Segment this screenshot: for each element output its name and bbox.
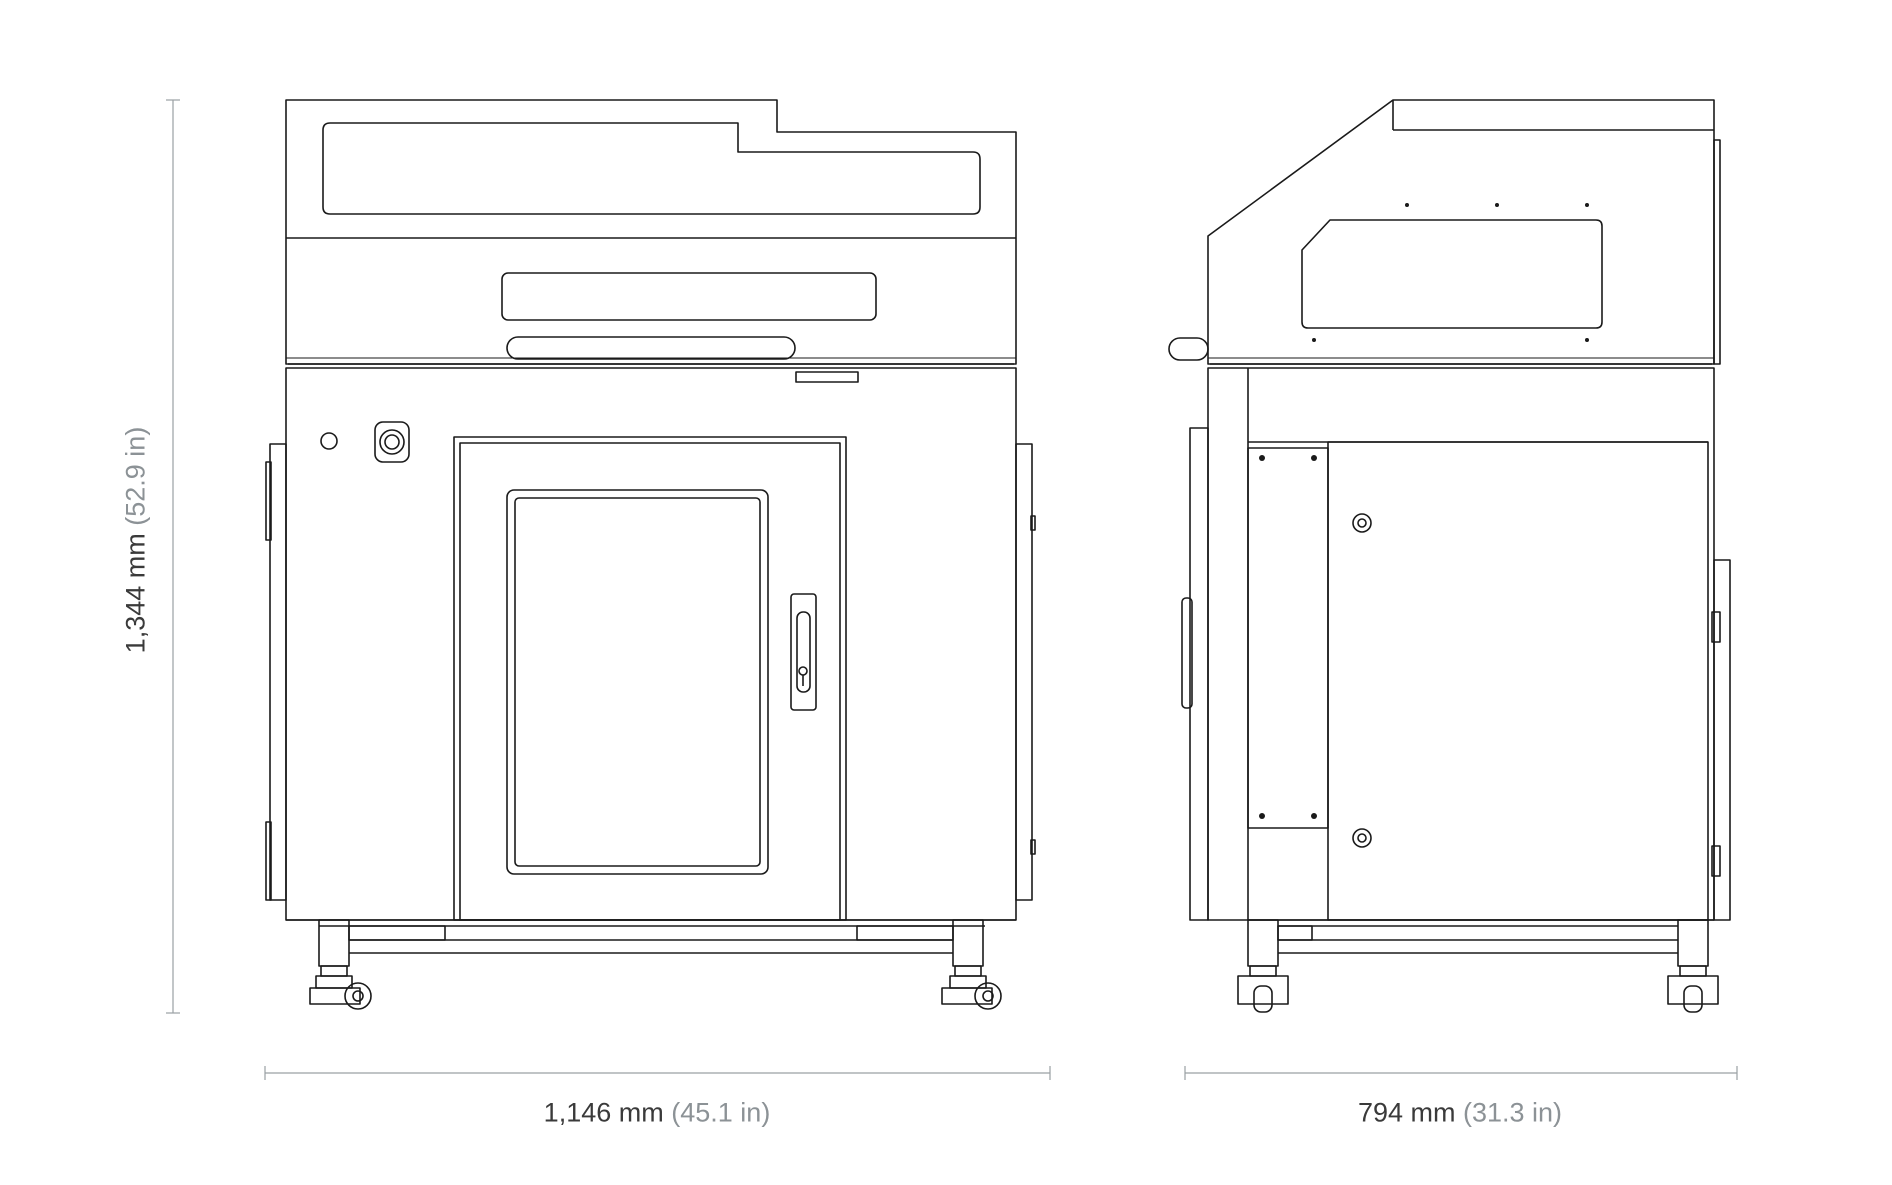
height-dimension-label: 1,344 mm (52.9 in): [121, 427, 152, 654]
depth-dimension-line: [1184, 1066, 1738, 1080]
side-cabinet: [1207, 367, 1715, 921]
door-handle: [790, 593, 817, 711]
side-hood: [1207, 99, 1715, 365]
depth-value: 794 mm: [1357, 1097, 1456, 1128]
chamber-door: [453, 436, 847, 921]
width-value: 1,146 mm: [543, 1097, 664, 1128]
height-value: 1,344 mm: [120, 533, 151, 654]
width-dimension-line: [264, 1066, 1051, 1080]
front-right-caster: [941, 965, 1002, 1010]
front-cabinet: [285, 367, 1017, 921]
panel-lock-top: [1352, 513, 1372, 533]
depth-secondary: (31.3 in): [1463, 1097, 1563, 1128]
width-dimension-label: 1,146 mm (45.1 in): [544, 1098, 771, 1129]
front-hood: [285, 99, 1017, 365]
depth-dimension-label: 794 mm (31.3 in): [1358, 1098, 1562, 1129]
height-dimension-line: [166, 99, 180, 1014]
power-indicator: [320, 432, 338, 450]
side-access-panel: [1327, 441, 1709, 921]
emergency-button: [374, 421, 410, 463]
side-right-caster: [1667, 965, 1719, 1013]
side-left-caster: [1237, 965, 1289, 1013]
side-view: [1168, 99, 1731, 1013]
front-view: [265, 99, 1036, 1010]
front-left-caster: [309, 965, 372, 1010]
height-secondary: (52.9 in): [120, 426, 151, 526]
panel-lock-bottom: [1352, 828, 1372, 848]
width-secondary: (45.1 in): [671, 1097, 771, 1128]
door-window: [506, 489, 769, 875]
